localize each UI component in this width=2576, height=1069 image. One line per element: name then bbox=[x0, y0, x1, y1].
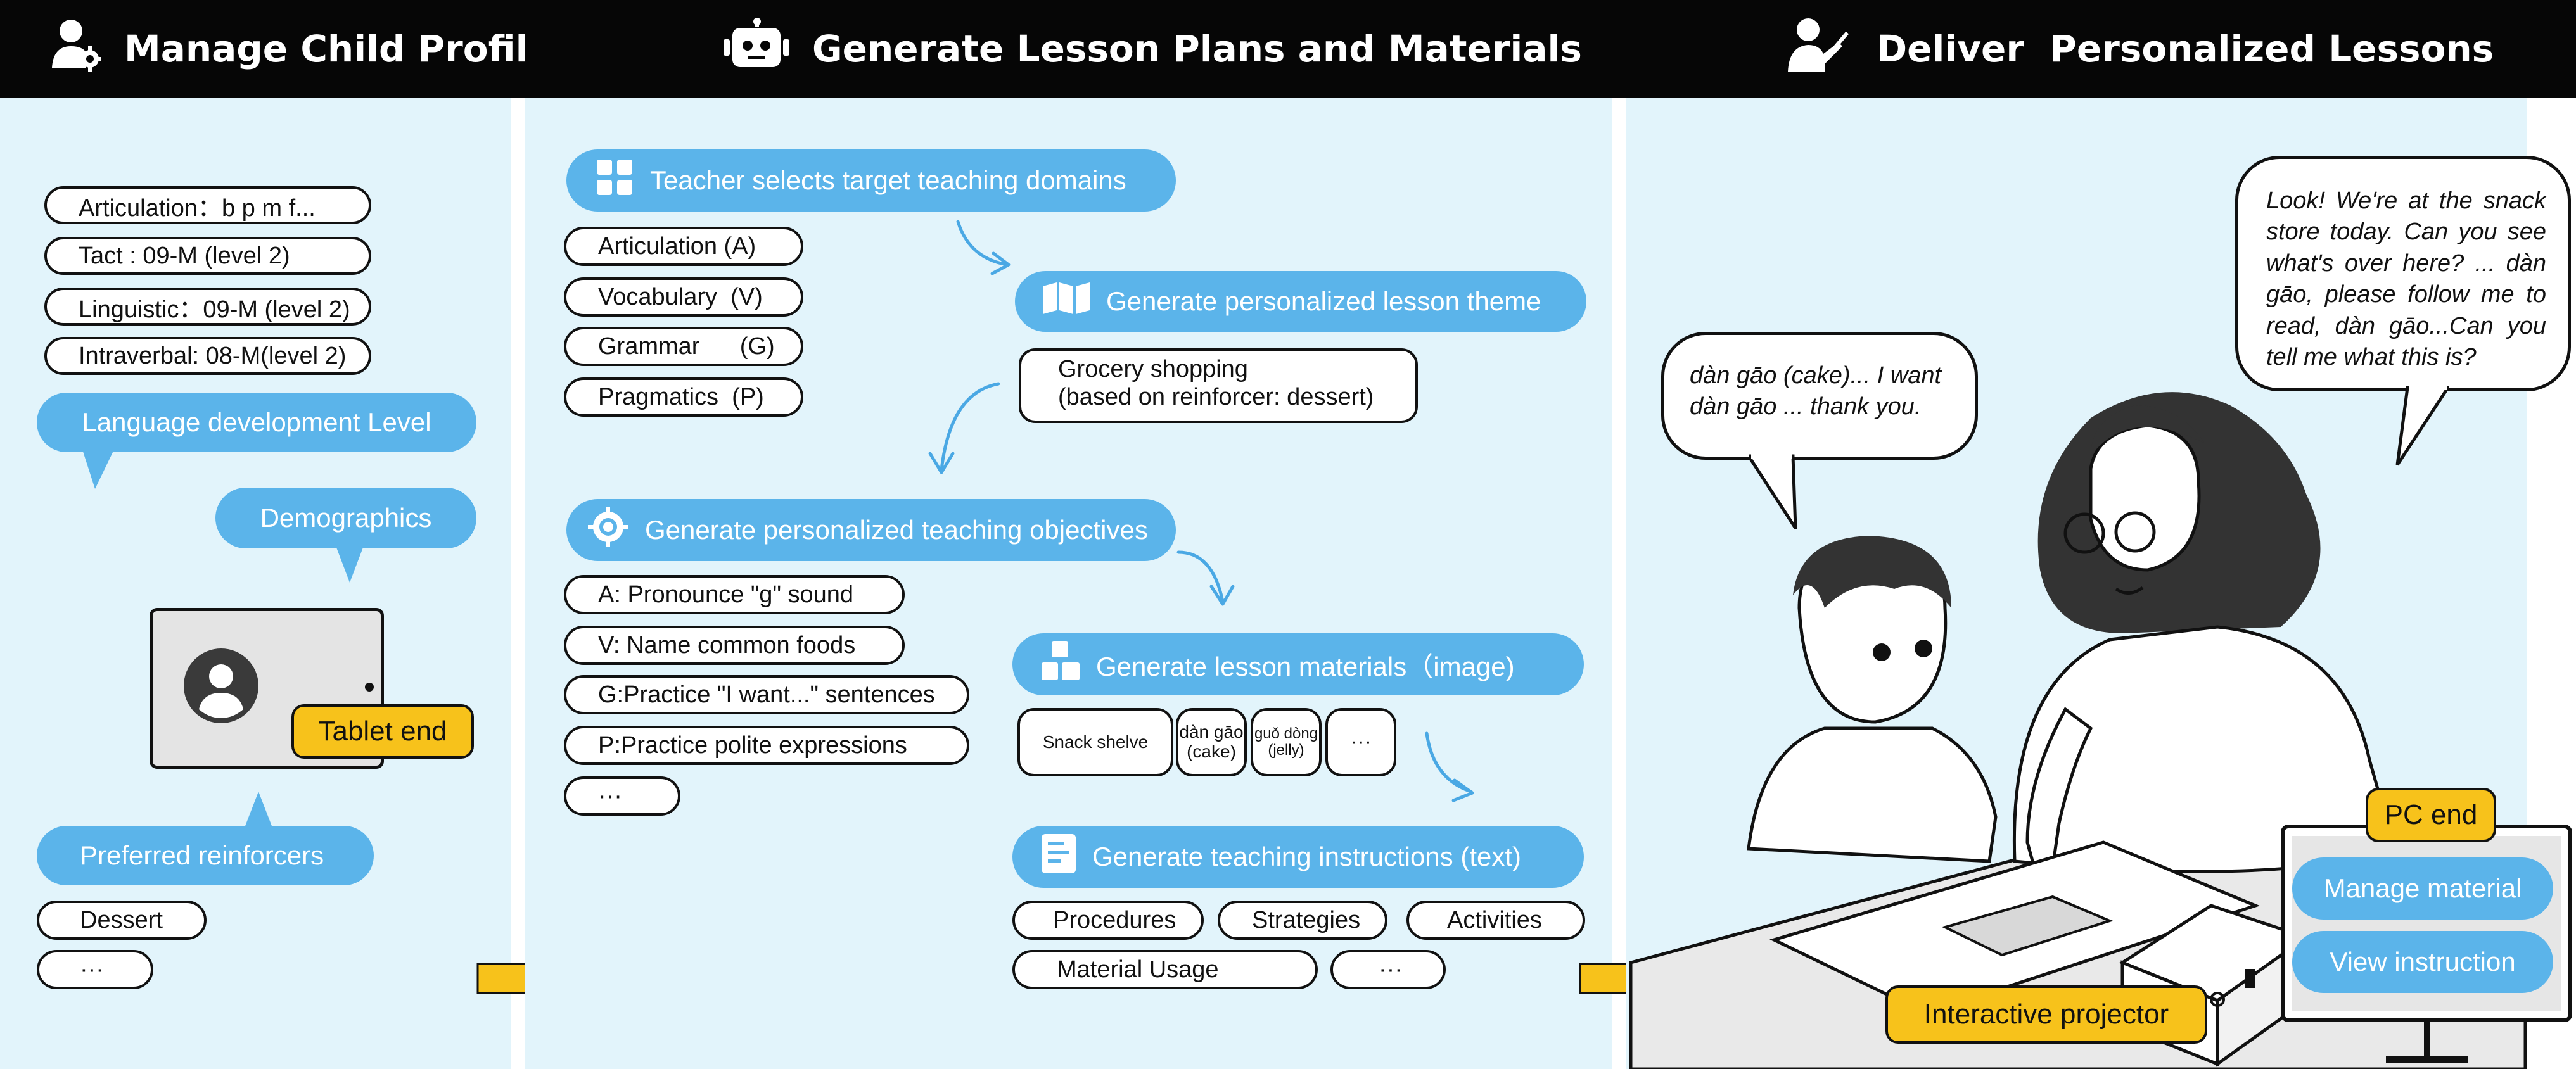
tablet-end-label: Tablet end bbox=[291, 704, 474, 759]
lesson-theme-line2: (based on reinforcer: dessert) bbox=[1058, 383, 1374, 410]
robot-icon bbox=[724, 18, 789, 80]
child-speech-bubble: dàn gāo (cake)... I want dàn gāo ... tha… bbox=[1661, 332, 1978, 460]
objective-g: G:Practice "I want..." sentences bbox=[564, 675, 969, 714]
material-cake-line2: (cake) bbox=[1187, 742, 1236, 761]
view-instruction-label: View instruction bbox=[2330, 947, 2516, 977]
panel2-header: Generate Lesson Plans and Materials bbox=[525, 0, 1811, 98]
tablet-camera-dot bbox=[365, 683, 374, 692]
material-jelly-line1: guǒ dòng bbox=[1254, 724, 1318, 742]
document-icon bbox=[1042, 834, 1076, 880]
teacher-speech-text: Look! We're at the snack store today. Ca… bbox=[2266, 187, 2546, 370]
step-lesson-materials: Generate lesson materials（image) bbox=[1012, 633, 1584, 695]
panel1-header: Manage Child Profile bbox=[0, 0, 561, 98]
material-cake: dàn gāo(cake) bbox=[1176, 708, 1247, 776]
material-snack-shelve: Snack shelve bbox=[1017, 708, 1173, 776]
demographics-bubble: Demographics bbox=[215, 488, 476, 548]
material-jelly: guǒ dòng(jelly) bbox=[1251, 708, 1322, 776]
material-more: ··· bbox=[1325, 708, 1396, 776]
teacher-speech-tail bbox=[2395, 385, 2449, 466]
step-teaching-instructions-label: Generate teaching instructions (text) bbox=[1092, 842, 1522, 871]
objective-a: A: Pronounce "g" sound bbox=[564, 575, 905, 614]
child-speech-tail bbox=[1749, 453, 1797, 529]
manage-material-button[interactable]: Manage material bbox=[2292, 857, 2553, 920]
reinforcer-dessert: Dessert bbox=[37, 901, 207, 940]
flow-arrows bbox=[928, 220, 1474, 802]
step-select-domains-label: Teacher selects target teaching domains bbox=[650, 165, 1126, 195]
step-lesson-theme: Generate personalized lesson theme bbox=[1015, 271, 1586, 332]
reinforcers-bubble: Preferred reinforcers bbox=[37, 826, 374, 885]
step-teaching-objectives-label: Generate personalized teaching objective… bbox=[645, 515, 1148, 545]
objective-p: P:Practice polite expressions bbox=[564, 726, 969, 765]
instruction-strategies: Strategies bbox=[1218, 901, 1387, 940]
domain-articulation: Articulation (A) bbox=[564, 227, 803, 266]
teacher-icon bbox=[1788, 17, 1854, 80]
level-articulation: Articulation：b p m f... bbox=[44, 186, 371, 224]
step-lesson-materials-label: Generate lesson materials（image) bbox=[1096, 651, 1515, 681]
language-level-label: Language development Level bbox=[82, 407, 431, 437]
step-teaching-instructions: Generate teaching instructions (text) bbox=[1012, 826, 1584, 888]
target-icon bbox=[588, 507, 628, 553]
reinforcers-bubble-tail bbox=[243, 792, 274, 831]
domain-pragmatics: Pragmatics (P) bbox=[564, 377, 803, 417]
material-snack-shelve-label: Snack shelve bbox=[1042, 731, 1149, 752]
avatar-icon bbox=[184, 648, 258, 726]
instruction-procedures: Procedures bbox=[1012, 901, 1204, 940]
step-teaching-objectives: Generate personalized teaching objective… bbox=[566, 499, 1176, 561]
demographics-label: Demographics bbox=[260, 503, 432, 533]
level-intraverbal: Intraverbal: 08-M(level 2) bbox=[44, 337, 371, 375]
reinforcers-label: Preferred reinforcers bbox=[80, 840, 324, 870]
grid-icon bbox=[596, 158, 634, 203]
user-gear-icon bbox=[51, 17, 103, 80]
instruction-more: ··· bbox=[1330, 950, 1446, 989]
instruction-material-usage: Material Usage bbox=[1012, 950, 1318, 989]
material-cake-line1: dàn gāo bbox=[1179, 722, 1244, 742]
child-speech-text: dàn gāo (cake)... I want dàn gāo ... tha… bbox=[1690, 362, 1942, 421]
teacher-speech-bubble: Look! We're at the snack store today. Ca… bbox=[2235, 156, 2571, 391]
panel3-title: Deliver Personalized Lessons bbox=[1877, 27, 2494, 70]
domain-grammar: Grammar (G) bbox=[564, 327, 803, 366]
material-more-label: ··· bbox=[1350, 730, 1372, 754]
interactive-projector-label: Interactive projector bbox=[1885, 985, 2207, 1044]
domain-vocabulary: Vocabulary (V) bbox=[564, 277, 803, 317]
map-icon bbox=[1043, 282, 1090, 320]
panel1-title: Manage Child Profile bbox=[124, 27, 553, 70]
level-tact: Tact : 09-M (level 2) bbox=[44, 237, 371, 275]
manage-material-label: Manage material bbox=[2323, 873, 2522, 903]
panel3-header: Deliver Personalized Lessons bbox=[1626, 0, 2576, 98]
objective-v: V: Name common foods bbox=[564, 626, 905, 665]
language-level-bubble-tail bbox=[82, 450, 114, 489]
lesson-theme-box: Grocery shopping (based on reinforcer: d… bbox=[1019, 348, 1418, 423]
level-linguistic: Linguistic：09-M (level 2) bbox=[44, 288, 371, 326]
blocks-icon bbox=[1042, 641, 1080, 688]
reinforcer-more: ··· bbox=[37, 950, 153, 989]
demographics-bubble-tail bbox=[336, 546, 364, 583]
view-instruction-button[interactable]: View instruction bbox=[2292, 931, 2553, 993]
material-jelly-line2: (jelly) bbox=[1268, 742, 1304, 759]
objective-more: ··· bbox=[564, 776, 680, 816]
lesson-theme-line1: Grocery shopping bbox=[1058, 356, 1248, 383]
panel2-title: Generate Lesson Plans and Materials bbox=[812, 27, 1582, 70]
pc-end-label: PC end bbox=[2366, 788, 2496, 842]
step-lesson-theme-label: Generate personalized lesson theme bbox=[1106, 286, 1541, 316]
language-level-bubble: Language development Level bbox=[37, 393, 476, 452]
step-select-domains: Teacher selects target teaching domains bbox=[566, 149, 1176, 212]
instruction-activities: Activities bbox=[1406, 901, 1585, 940]
